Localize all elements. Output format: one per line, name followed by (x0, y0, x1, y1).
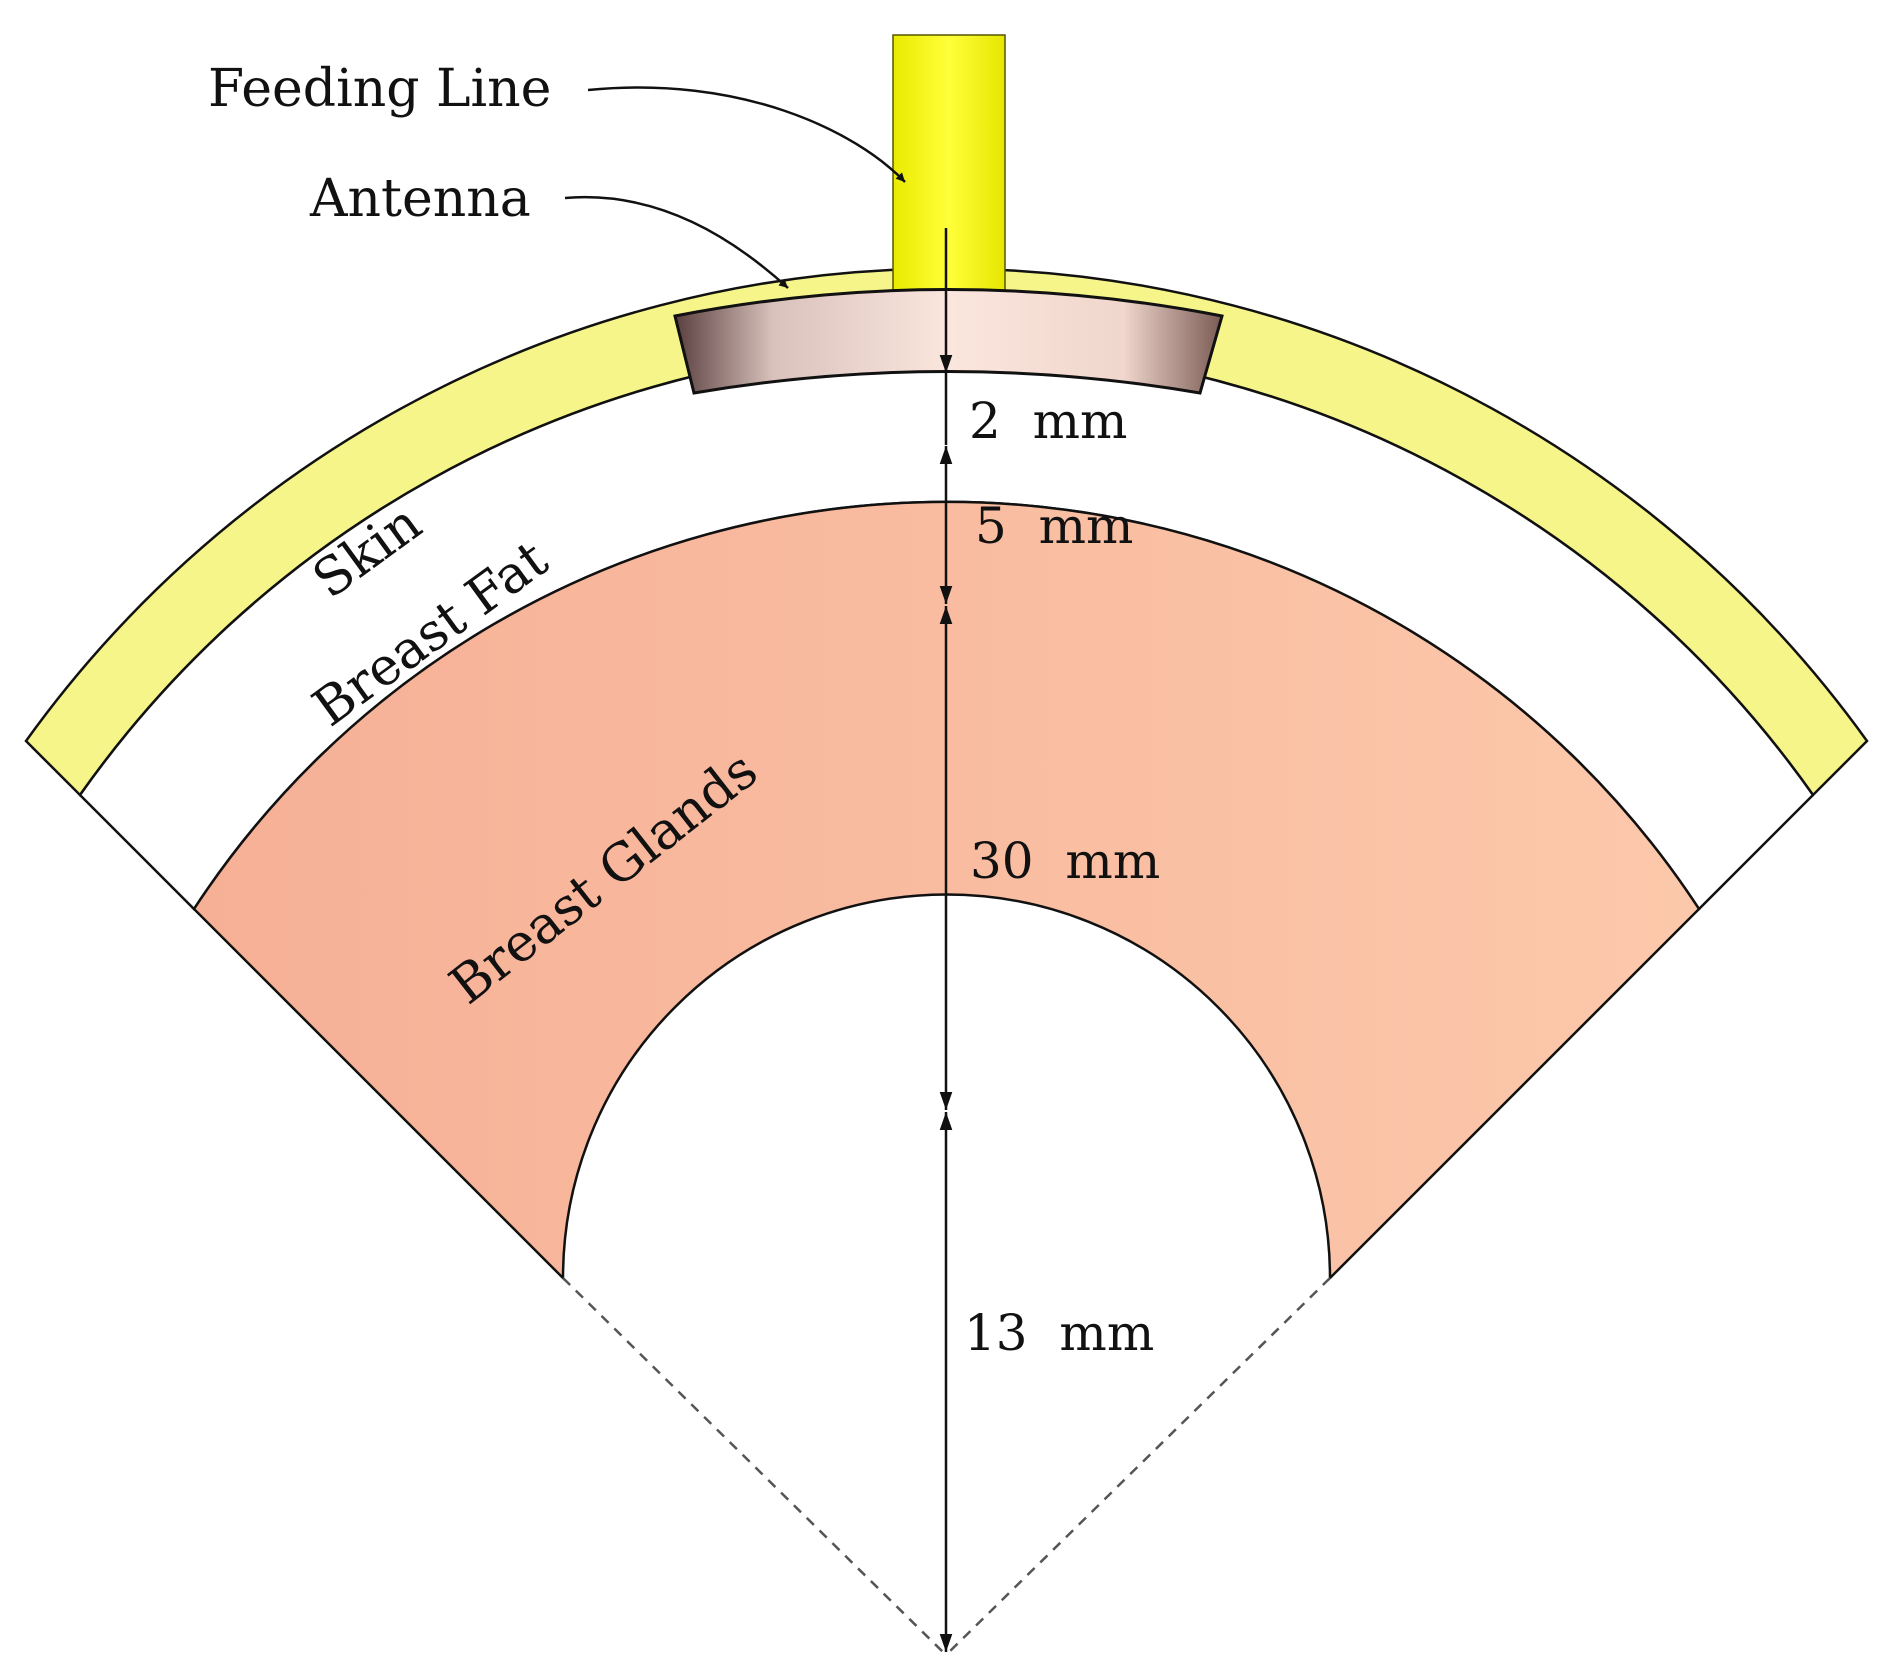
feeding-line (892, 34, 1006, 291)
feeding-line-label: Feeding Line (208, 59, 551, 119)
fat-thickness-label: 5 mm (975, 497, 1133, 555)
antenna (673, 288, 1224, 395)
feeding-line-leader-arrow (587, 86, 906, 183)
antenna-label: Antenna (309, 169, 531, 229)
antenna-leader-arrow (564, 195, 789, 289)
glands-thickness-label: 30 mm (970, 832, 1160, 890)
inner-radius-label: 13 mm (964, 1304, 1154, 1362)
skin-thickness-label: 2 mm (969, 392, 1127, 450)
sector-edge-left (562, 1277, 947, 1656)
